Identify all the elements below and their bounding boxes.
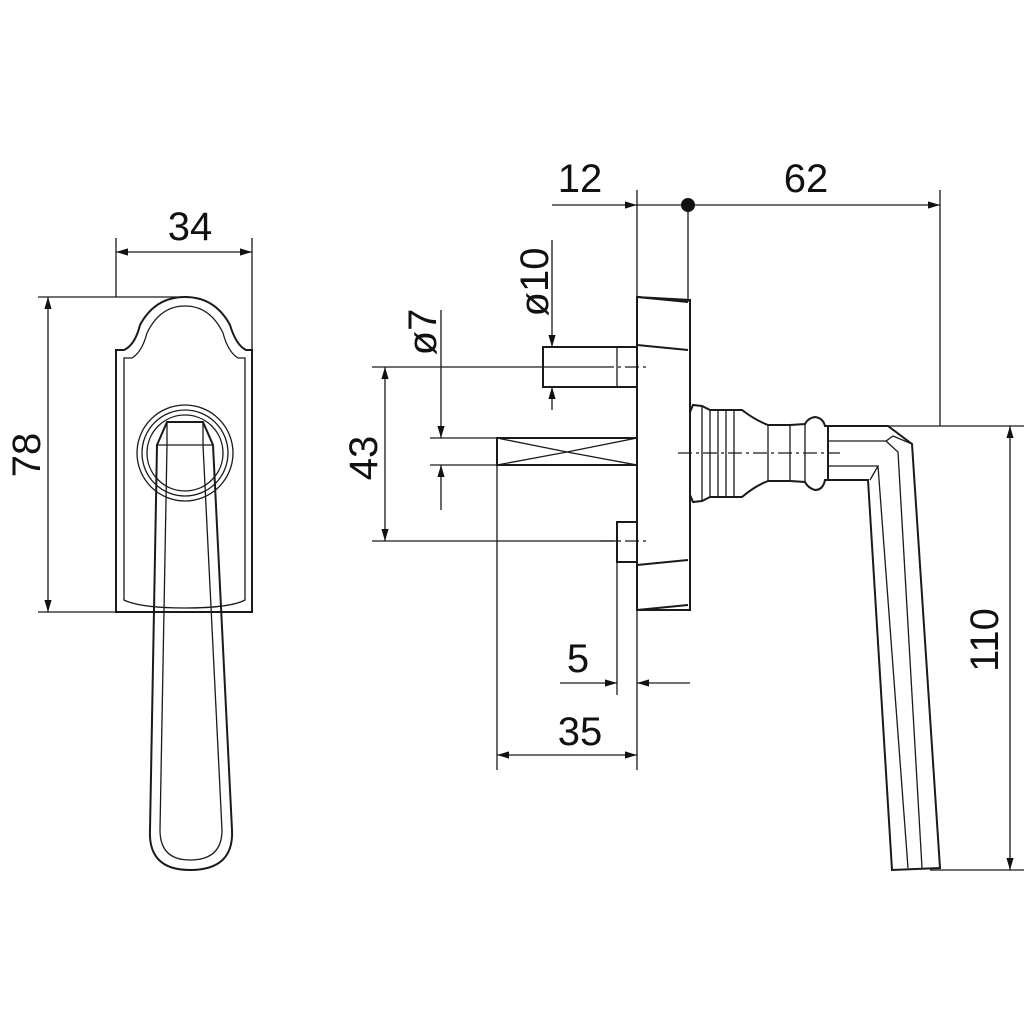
dim-pin-spacing-label: 43 [342, 436, 386, 481]
backplate-outline [115, 295, 253, 613]
square-spindle [496, 437, 638, 466]
lower-pin [616, 521, 638, 563]
side-view: 12 62 ø10 ø7 43 5 35 110 [342, 157, 1024, 872]
dim-pin-offset-label: 5 [567, 637, 589, 681]
front-view: 34 78 [5, 205, 253, 872]
lever-inner-line [157, 422, 223, 861]
dim-spindle-length-label: 35 [558, 710, 603, 754]
datum-dot [681, 198, 695, 212]
rosette-ring-middle [141, 409, 229, 497]
rosette-profile [636, 295, 691, 611]
rosette-ring-inner [146, 414, 224, 492]
dim-pin-diameter-label: ø10 [513, 248, 557, 317]
dim-lever-length-label: 110 [963, 608, 1007, 672]
dim-spindle-diameter-label: ø7 [401, 309, 445, 356]
dim-height-label: 78 [5, 433, 49, 478]
lever-profile [828, 425, 942, 872]
dim-width-label: 34 [168, 205, 213, 249]
dim-projection-label: 62 [784, 157, 829, 201]
lever-outline [148, 421, 234, 872]
backplate-inner-outline [123, 305, 246, 609]
rosette-ring-outer [136, 404, 234, 502]
dim-plate-label: 12 [558, 157, 603, 201]
